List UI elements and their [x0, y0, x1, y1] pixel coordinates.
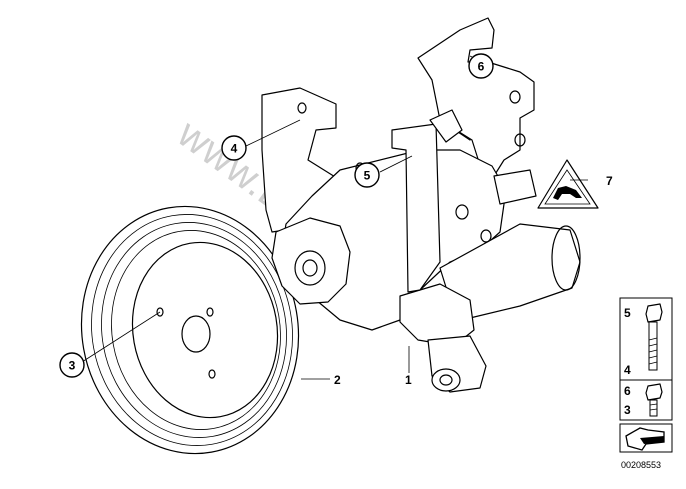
- callout-6[interactable]: 6: [468, 53, 494, 79]
- legend-label-6: 6: [624, 384, 631, 398]
- callout-2[interactable]: 2: [334, 373, 341, 387]
- callout-3[interactable]: 3: [59, 352, 85, 378]
- short-bolt-icon: [645, 383, 663, 417]
- legend-label-5: 5: [624, 306, 631, 320]
- arrow-box: [619, 423, 673, 453]
- callout-3-label: 3: [69, 359, 76, 373]
- callout-4-label: 4: [231, 142, 238, 156]
- callout-4[interactable]: 4: [221, 135, 247, 161]
- legend-label-3: 3: [624, 403, 631, 417]
- fastener-legend: 5 4 6 3: [619, 297, 673, 421]
- callout-5[interactable]: 5: [354, 162, 380, 188]
- callout-7[interactable]: 7: [606, 174, 613, 188]
- callout-2-label: 2: [334, 373, 341, 387]
- pulley-drawing: [80, 205, 300, 455]
- callout-5-label: 5: [364, 169, 371, 183]
- diagram-id: 00208553: [621, 460, 661, 470]
- callout-1-label: 1: [405, 373, 412, 387]
- callout-6-label: 6: [478, 60, 485, 74]
- pump-drawing: [271, 109, 581, 393]
- warning-label-drawing: [537, 159, 599, 209]
- callout-1[interactable]: 1: [405, 373, 412, 387]
- legend-label-4: 4: [624, 363, 631, 377]
- long-bolt-icon: [645, 303, 663, 371]
- callout-7-label: 7: [606, 174, 613, 188]
